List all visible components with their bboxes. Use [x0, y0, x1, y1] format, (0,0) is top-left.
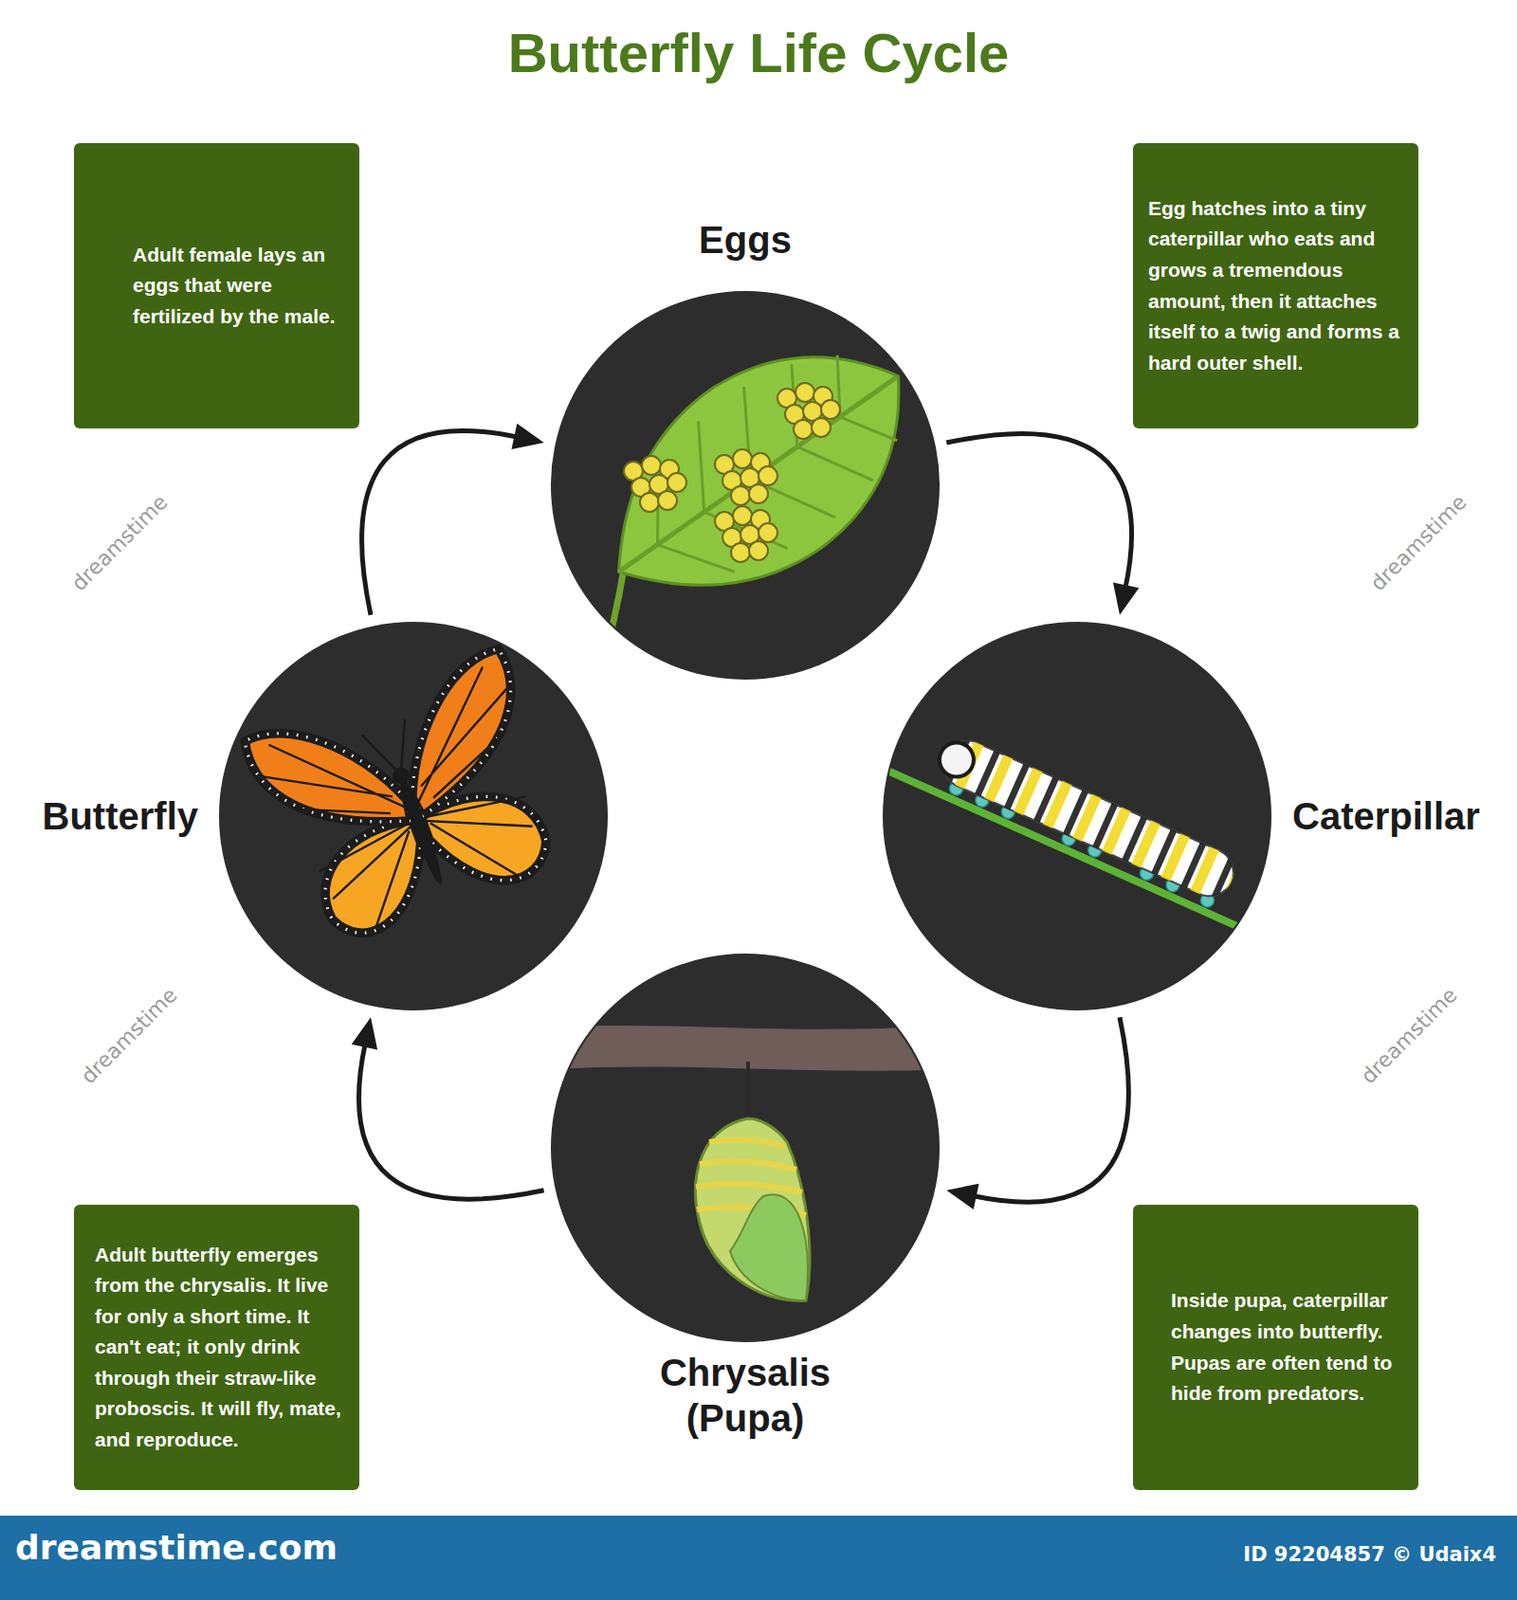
stage-label: Eggs	[698, 217, 792, 263]
watermark-wrap: dreamstime	[76, 983, 183, 1089]
footer-text: ID 92204857 © Udaix4	[1242, 1543, 1497, 1567]
circle-fill	[550, 953, 940, 1343]
box-text: Adult butterfly emerges from the chrysal…	[94, 1240, 348, 1457]
cycle-arrow	[946, 1017, 1129, 1210]
footer-wrap: ID 92204857 © Udaix4	[1242, 1543, 1497, 1567]
info-box: Egg hatches into a tiny caterpillar who …	[1133, 143, 1419, 429]
leaf	[563, 296, 954, 652]
arrowhead	[946, 1184, 979, 1210]
stage-circle: Caterpillar	[882, 621, 1272, 1011]
stage-circle: Chrysalis (Pupa)	[550, 953, 940, 1343]
info-box: Adult female lays an eggs that were fert…	[73, 143, 360, 429]
box-text: Adult female lays an eggs that were fert…	[132, 239, 341, 333]
stage-label: Caterpillar	[1292, 793, 1481, 840]
egg-clusters	[714, 449, 778, 506]
circle-fill	[219, 621, 608, 1011]
watermark-wrap: dreamstime	[67, 490, 173, 596]
circle-fill	[550, 291, 940, 680]
stage-circle: Eggs	[550, 291, 940, 680]
footer-text: dreamstime.com	[15, 1528, 338, 1568]
chrysalis-body	[695, 1118, 810, 1301]
caterpillar-stripes	[935, 732, 1242, 904]
chrysalis-wing-case	[730, 1194, 808, 1301]
watermark-wrap: dreamstime	[1356, 983, 1463, 1089]
cycle-arrow	[362, 423, 545, 616]
arrow-line	[946, 434, 1132, 590]
info-box: Inside pupa, caterpillar changes into bu…	[1133, 1205, 1419, 1491]
arrowhead	[351, 1017, 378, 1050]
watermark: dreamstime	[1366, 490, 1472, 596]
arrow-line	[362, 430, 519, 615]
watermark: dreamstime	[1356, 983, 1463, 1089]
stage-label: Butterfly	[42, 793, 199, 840]
egg-clusters	[777, 383, 841, 439]
box-text: Egg hatches into a tiny caterpillar who …	[1148, 193, 1408, 379]
butterfly-antennae	[362, 719, 421, 779]
arrowhead	[511, 423, 545, 450]
egg-clusters	[623, 456, 687, 512]
circle-shape	[219, 621, 608, 1011]
branch	[530, 1023, 958, 1072]
circle-shape	[882, 621, 1272, 1011]
chrysalis-illustration	[530, 1023, 958, 1301]
egg-clusters	[714, 506, 778, 563]
butterfly-body	[395, 774, 448, 887]
leaf-stem	[595, 568, 624, 693]
caterpillar-illustration	[864, 704, 1306, 947]
butterfly-illustration	[242, 647, 577, 951]
circle-fill	[882, 621, 1272, 1011]
watermark: dreamstime	[76, 983, 183, 1089]
stage-label: Chrysalis (Pupa)	[640, 1350, 850, 1442]
leaf	[611, 332, 914, 610]
arrow-line	[972, 1017, 1130, 1203]
circle-shape	[550, 953, 940, 1343]
butterfly-illustration	[242, 647, 577, 951]
watermark-wrap: dreamstime	[1366, 490, 1472, 596]
caterpillar-head	[933, 737, 980, 784]
title: Butterfly Life Cycle	[508, 20, 1010, 85]
caterpillar-body	[935, 732, 1242, 904]
title-wrap: Butterfly Life Cycle	[0, 20, 1517, 85]
leaf	[619, 377, 897, 572]
cycle-arrow	[946, 434, 1139, 616]
footer-wrap: dreamstime.com	[15, 1528, 338, 1568]
silk-stem	[746, 1061, 750, 1121]
arrow-line	[358, 1043, 544, 1200]
caterpillar-illustration	[864, 704, 1306, 947]
info-box: Adult butterfly emerges from the chrysal…	[73, 1205, 360, 1491]
eggs-illustration	[563, 296, 954, 693]
stage-circle: Butterfly	[219, 621, 608, 1011]
arrowhead	[1113, 583, 1139, 616]
cycle-arrow	[351, 1017, 545, 1200]
box-text: Inside pupa, caterpillar changes into bu…	[1170, 1285, 1402, 1409]
watermark: dreamstime	[67, 490, 173, 596]
leaf	[563, 296, 954, 652]
circle-shape	[550, 291, 940, 680]
egg-clusters	[623, 383, 841, 563]
